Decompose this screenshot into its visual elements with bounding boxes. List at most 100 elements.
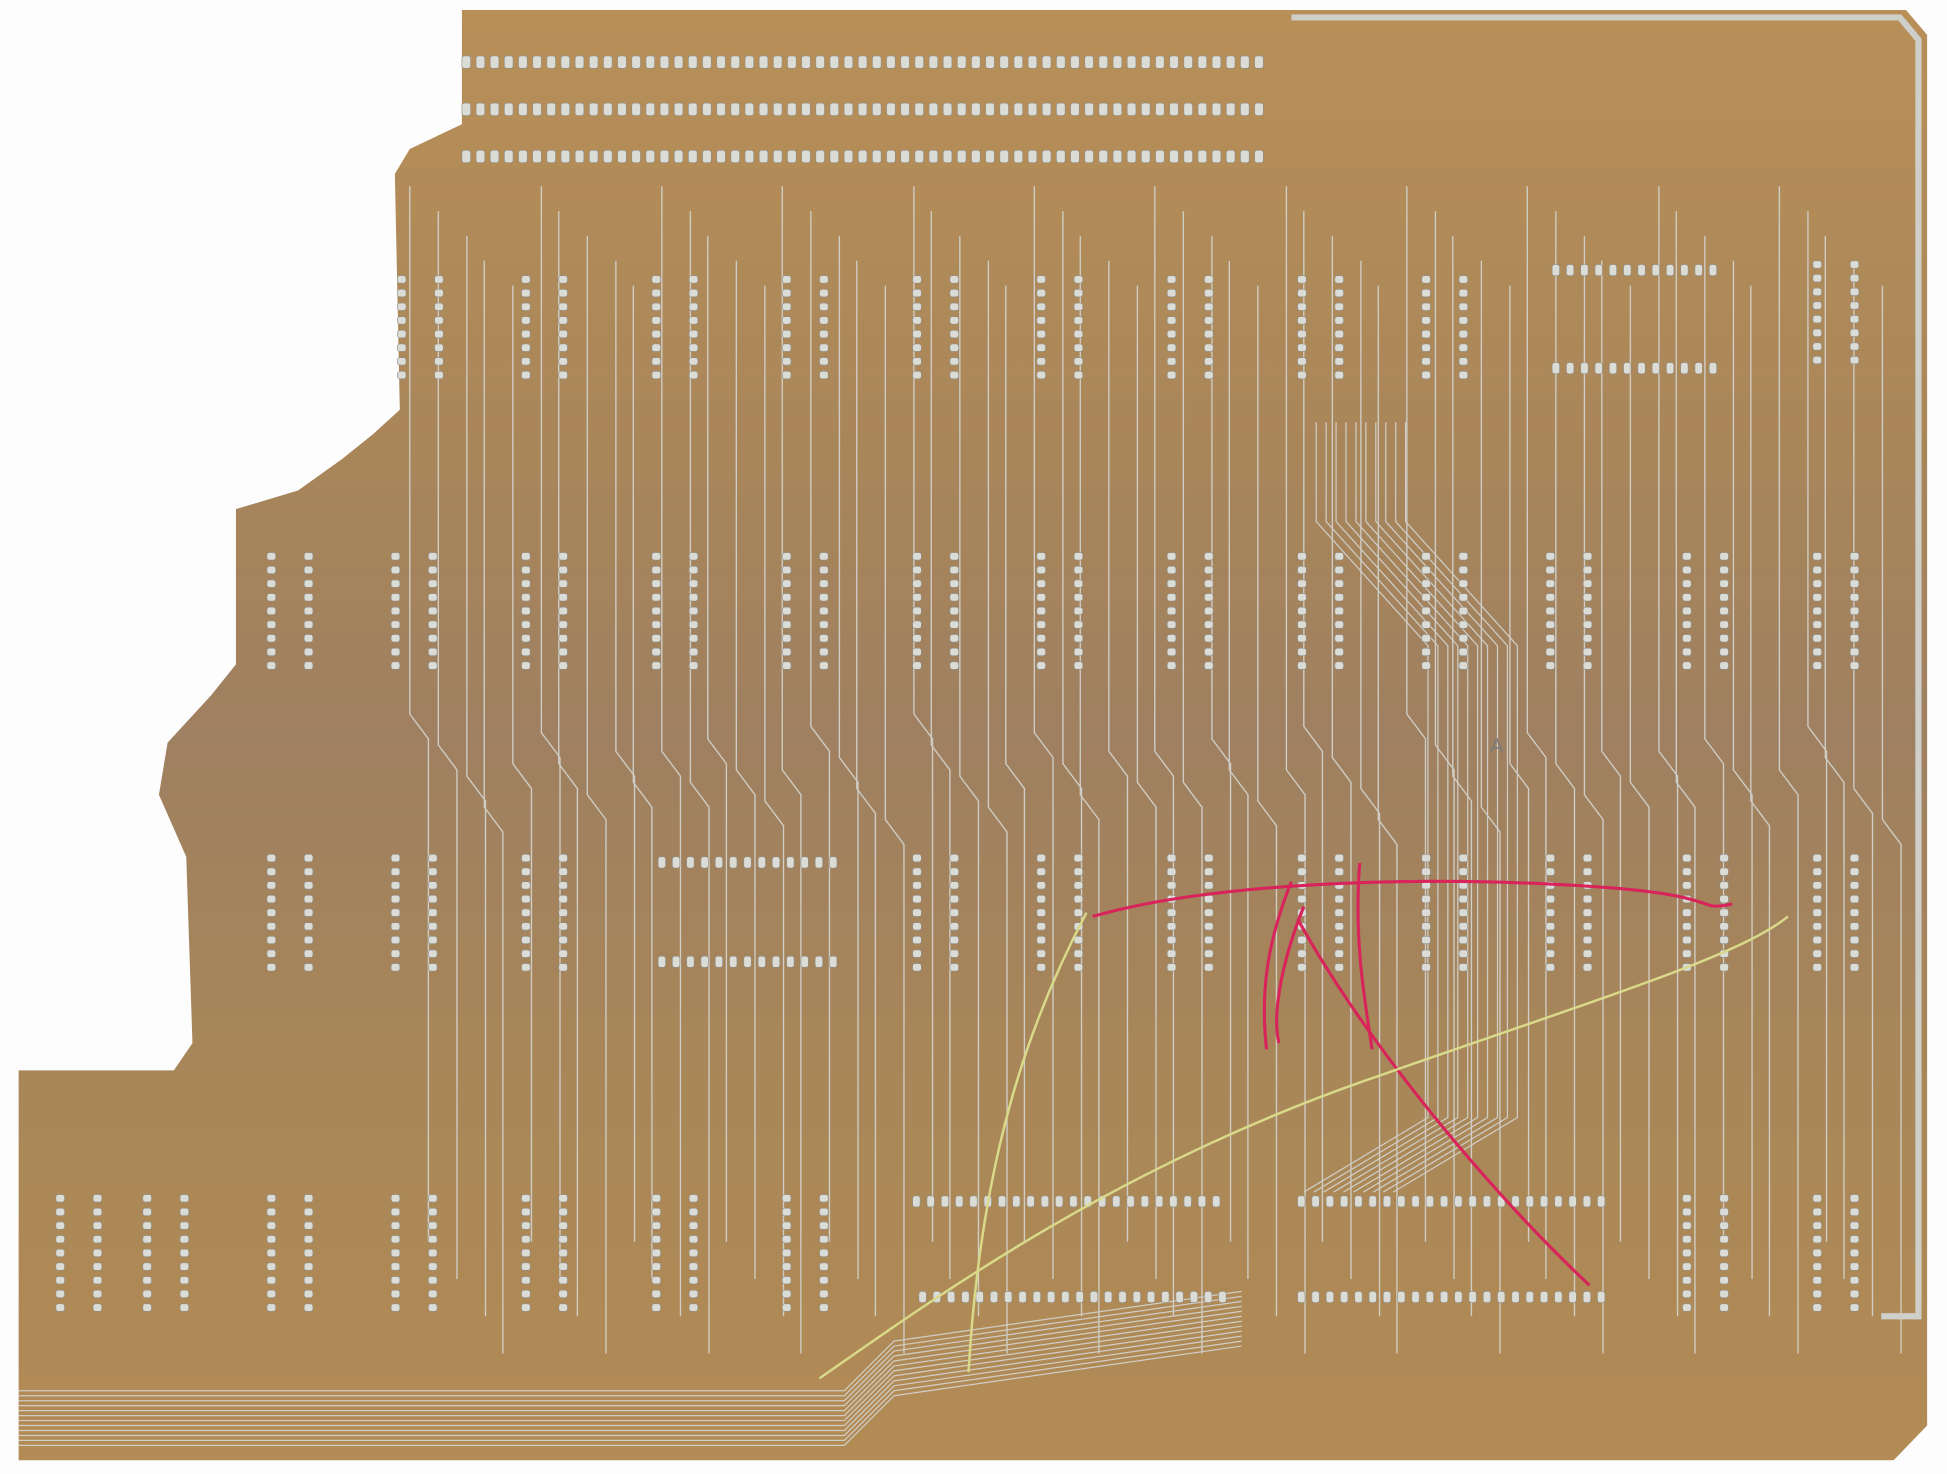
ic-pad (558, 867, 568, 876)
ic-pad (1566, 264, 1575, 277)
ic-pad (1204, 854, 1214, 863)
connector-pad (914, 149, 924, 164)
connector-pad (1211, 55, 1222, 69)
ic-pad (1204, 935, 1214, 945)
ic-pad (819, 565, 829, 575)
ic-pad (819, 606, 829, 616)
ic-pad (266, 1262, 276, 1271)
ic-pad (781, 371, 792, 380)
ic-pad (1069, 1195, 1078, 1208)
ic-pad (1334, 922, 1344, 931)
ic-pad (1582, 634, 1593, 643)
trace (1108, 260, 1129, 1242)
connector-pad (574, 149, 585, 164)
ic-pad (303, 881, 314, 890)
ic-pad (949, 949, 959, 958)
ic-pad (743, 856, 752, 869)
ic-pad (1334, 579, 1344, 588)
ic-pad (1334, 371, 1344, 380)
ic-pad (714, 856, 723, 869)
ic-pad (1075, 1291, 1084, 1303)
ic-pad (1297, 316, 1307, 325)
ic-pad (781, 606, 792, 616)
ic-pad (781, 1289, 792, 1298)
ic-pad (1073, 935, 1084, 945)
ic-pad (1582, 935, 1593, 945)
ic-pad (1651, 362, 1660, 375)
ic-pad (949, 661, 959, 670)
ic-pad (1297, 661, 1307, 670)
ic-pad (912, 661, 922, 670)
ic-pad (912, 330, 922, 339)
ic-pad (1073, 895, 1084, 904)
ic-pad (1812, 328, 1822, 337)
ic-pad (1155, 1195, 1164, 1208)
connector-pad (744, 102, 755, 116)
ic-pad (434, 316, 444, 325)
ic-pad (814, 856, 823, 869)
ic-pad (1812, 935, 1822, 945)
ic-pad (1204, 593, 1214, 602)
ic-pad (266, 881, 276, 890)
ic-pad (651, 275, 661, 284)
ic-pad (1204, 357, 1214, 366)
ic-pad (949, 552, 959, 561)
ic-pad (781, 661, 792, 670)
connector-pad (985, 102, 995, 116)
connector-pad (1197, 149, 1208, 164)
ic-pad (1166, 579, 1177, 588)
connector-pad (574, 55, 585, 69)
trace (735, 260, 756, 1280)
ic-pad (651, 302, 661, 311)
trace (1285, 186, 1306, 1354)
ic-pad (1334, 565, 1344, 575)
ic-pad (390, 593, 401, 602)
ic-pad (688, 647, 699, 656)
ic-pad (179, 1221, 190, 1230)
ic-pad (92, 1289, 103, 1298)
ic-pad (1073, 371, 1084, 380)
ic-pad (428, 552, 438, 561)
ic-pad (428, 1221, 438, 1230)
ic-pad (1297, 1195, 1306, 1208)
ic-pad (266, 579, 276, 588)
ic-pad (1458, 302, 1469, 311)
ic-pad (1582, 606, 1593, 616)
ic-pad (949, 579, 959, 588)
connector-pad (1254, 149, 1264, 164)
connector-pad (1084, 55, 1094, 69)
ic-pad (1036, 275, 1046, 284)
ic-pad (1849, 647, 1860, 656)
ic-pad (266, 895, 276, 904)
ic-pad (558, 634, 568, 643)
ic-pad (1719, 1194, 1729, 1203)
ic-pad (1421, 661, 1431, 670)
ic-pad (303, 647, 314, 656)
ic-pad (819, 1289, 829, 1298)
ic-pad (521, 881, 531, 890)
ic-pad (1334, 275, 1344, 284)
connector-pad (1013, 149, 1023, 164)
ic-pad (1812, 647, 1822, 656)
connector-pad (801, 55, 811, 69)
ic-pad (266, 1289, 276, 1298)
ic-pad (266, 1221, 276, 1230)
ic-pad (397, 357, 407, 366)
trace (586, 235, 607, 1354)
ic-pad (1812, 634, 1822, 643)
solder-pads (55, 55, 1860, 1312)
ic-pad (1594, 362, 1603, 375)
connector-pad (1240, 149, 1250, 164)
ic-pad (1812, 867, 1822, 876)
connector-pad (1226, 55, 1236, 69)
ic-pad (558, 1207, 568, 1216)
connector-pad (546, 149, 556, 164)
ic-pad (397, 302, 407, 311)
ic-pad (1204, 275, 1214, 284)
connector-pad (1183, 149, 1193, 164)
ic-pad (521, 289, 531, 298)
ic-pad (955, 1195, 964, 1208)
ic-pad (1812, 565, 1822, 575)
ic-pad (1566, 362, 1575, 375)
ic-pad (1849, 963, 1860, 972)
